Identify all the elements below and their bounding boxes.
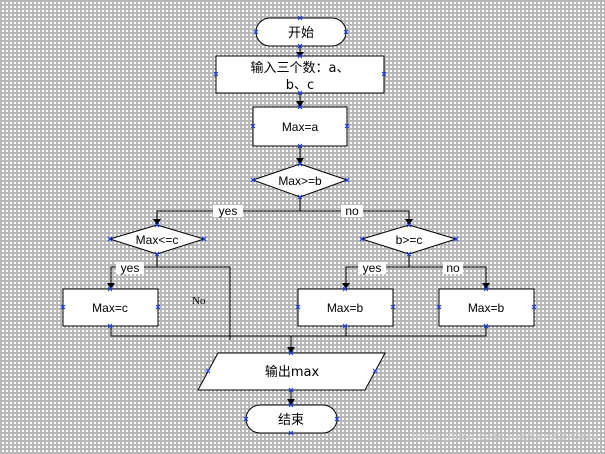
connection-point-marker (154, 251, 160, 257)
connection-point-marker (344, 177, 350, 183)
connection-point-marker (250, 177, 256, 183)
connection-point-marker (406, 251, 412, 257)
connection-point-marker (107, 323, 113, 329)
cond-right-node: b>=c (360, 224, 458, 255)
connection-point-marker (201, 236, 207, 242)
cond-left-node: Max<=c (108, 224, 206, 255)
connection-point-marker (288, 430, 294, 436)
connection-point-marker (297, 43, 303, 49)
main-no-label: no (345, 204, 359, 218)
connection-point-marker (531, 304, 537, 310)
connection-point-marker (297, 15, 303, 21)
assign-b2-label: Max=b (468, 301, 505, 315)
output-node: 输出max (197, 352, 386, 391)
cond-main-node: Max>=b (251, 163, 349, 198)
connection-point-marker (297, 53, 303, 59)
assign-a-label: Max=a (282, 120, 319, 134)
connection-point-marker (342, 286, 348, 292)
cond-main-label: Max>=b (278, 174, 322, 188)
connection-point-marker (343, 29, 349, 35)
output-label: 输出max (265, 364, 320, 380)
connection-point-marker (381, 71, 387, 77)
main-yes-label: yes (219, 204, 238, 218)
connection-point-marker (483, 286, 489, 292)
right-no-label: no (446, 261, 460, 275)
assign-a-node: Max=a (252, 106, 348, 147)
assign-c-label: Max=c (92, 301, 128, 315)
branch-labels: yes no yes No yes no (116, 204, 463, 307)
connection-point-marker (334, 416, 340, 422)
connection-point-marker (297, 194, 303, 200)
end-node: 结束 (245, 404, 338, 434)
connection-point-marker (359, 236, 365, 242)
cond-right-label: b>=c (396, 233, 423, 247)
connection-point-marker (406, 222, 412, 228)
connection-point-marker (297, 90, 303, 96)
assign-c-node: Max=c (62, 288, 159, 327)
input-label-line2: b、c (286, 78, 314, 93)
connection-point-marker (288, 402, 294, 408)
connection-point-marker (453, 236, 459, 242)
start-node: 开始 (255, 17, 347, 47)
assign-b1-node: Max=b (297, 288, 394, 327)
input-node: 输入三个数：a、 b、c (215, 55, 385, 94)
left-yes-label: yes (121, 261, 140, 275)
connection-point-marker (297, 104, 303, 110)
connection-point-marker (205, 368, 211, 374)
assign-b2-node: Max=b (438, 288, 535, 327)
cond-left-label: Max<=c (136, 233, 179, 247)
connection-point-marker (60, 304, 66, 310)
arrowheads (107, 52, 490, 405)
connection-point-marker (154, 222, 160, 228)
connection-point-marker (436, 304, 442, 310)
connection-point-marker (243, 416, 249, 422)
connection-point-marker (288, 387, 294, 393)
connection-point-marker (250, 123, 256, 129)
watermark: https://blog.csdn.net/SqrsCbrOnly (412, 430, 599, 443)
connection-point-marker (372, 368, 378, 374)
connection-point-marker (155, 304, 161, 310)
connection-point-marker (297, 143, 303, 149)
connection-point-marker (107, 236, 113, 242)
end-label: 结束 (278, 413, 304, 428)
connection-point-marker (390, 304, 396, 310)
connection-point-marker (213, 71, 219, 77)
input-label-line1: 输入三个数：a、 (251, 60, 350, 76)
connection-point-marker (342, 323, 348, 329)
start-label: 开始 (288, 26, 314, 41)
connection-point-marker (483, 323, 489, 329)
connection-point-marker (253, 29, 259, 35)
assign-b1-label: Max=b (327, 301, 364, 315)
left-no-label: No (192, 295, 206, 307)
connection-point-marker (297, 161, 303, 167)
connection-point-marker (107, 286, 113, 292)
right-yes-label: yes (363, 261, 382, 275)
connection-point-marker (288, 350, 294, 356)
connection-point-marker (344, 123, 350, 129)
selection-handles (60, 15, 537, 436)
connection-point-marker (295, 304, 301, 310)
